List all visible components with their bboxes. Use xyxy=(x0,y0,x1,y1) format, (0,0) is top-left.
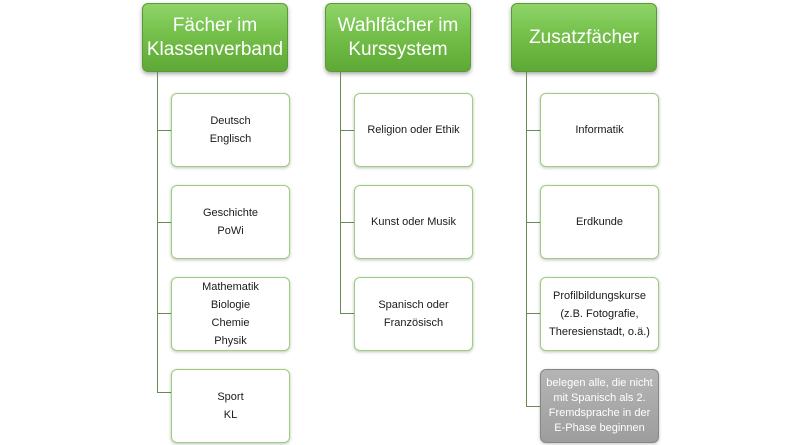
note-label: belegen alle, die nicht xyxy=(546,377,653,389)
header-line: Kurssystem xyxy=(348,38,448,60)
note-label: mit Spanisch als 2. xyxy=(553,392,646,404)
subject-label: Profilbildungskurse xyxy=(553,290,646,302)
header-wahlfaecher-im-kurssystem: Wahlfächer im Kurssystem xyxy=(325,3,471,72)
connector-vertical xyxy=(526,72,527,406)
subject-label: KL xyxy=(223,409,238,421)
connector-horizontal xyxy=(157,313,171,314)
connector-horizontal xyxy=(157,130,171,131)
connector-horizontal xyxy=(340,222,354,223)
header-line: Fächer im xyxy=(172,14,258,36)
header-zusatzfaecher: Zusatzfächer xyxy=(511,3,657,72)
note-label: E-Phase beginnen xyxy=(554,422,645,434)
subject-box-kunst-musik: Kunst oder Musik xyxy=(354,185,473,259)
header-line: Klassenverband xyxy=(146,38,284,60)
subject-label: Französisch xyxy=(383,317,444,329)
header-faecher-im-klassenverband: Fächer im Klassenverband xyxy=(142,3,288,72)
connector-horizontal xyxy=(526,406,540,407)
connector-horizontal xyxy=(340,130,354,131)
subject-label: Sport xyxy=(217,391,244,403)
connector-horizontal xyxy=(157,392,171,393)
header-line: Zusatzfächer xyxy=(529,26,639,48)
subject-box-geschichte-powi: Geschichte PoWi xyxy=(171,185,290,259)
subject-box-informatik: Informatik xyxy=(540,93,659,167)
subject-box-religion-ethik: Religion oder Ethik xyxy=(354,93,473,167)
subject-label: Englisch xyxy=(209,133,252,145)
connector-vertical xyxy=(340,72,341,314)
subject-box-sport-kl: Sport KL xyxy=(171,369,290,443)
subject-box-deutsch-englisch: Deutsch Englisch xyxy=(171,93,290,167)
subject-label: Informatik xyxy=(575,124,624,136)
subject-label: Theresienstadt, o.ä.) xyxy=(549,326,650,338)
subject-box-spanisch-franzoesisch: Spanisch oder Französisch xyxy=(354,277,473,351)
subject-box-naturwissenschaften: Mathematik Biologie Chemie Physik xyxy=(171,277,290,351)
subject-label: Geschichte xyxy=(202,207,259,219)
header-line: Wahlfächer im xyxy=(337,14,459,36)
subject-label: Religion oder Ethik xyxy=(367,124,460,136)
subject-box-erdkunde: Erdkunde xyxy=(540,185,659,259)
subject-label: Mathematik xyxy=(202,281,259,293)
note-label: Fremdsprache in der xyxy=(548,407,651,419)
note-box-erdkunde-info: belegen alle, die nicht mit Spanisch als… xyxy=(540,369,659,443)
connector-horizontal xyxy=(157,222,171,223)
connector-horizontal xyxy=(526,222,540,223)
subject-label: Biologie xyxy=(210,299,251,311)
subject-label: PoWi xyxy=(217,225,244,237)
subject-label: Chemie xyxy=(211,317,250,329)
connector-vertical xyxy=(157,72,158,392)
connector-horizontal xyxy=(340,313,354,314)
subject-box-profilbildungskurse: Profilbildungskurse (z.B. Fotografie, Th… xyxy=(540,277,659,351)
subject-label: Kunst oder Musik xyxy=(371,216,456,228)
subject-label: Physik xyxy=(214,335,247,347)
subject-label: Deutsch xyxy=(210,115,251,127)
subject-label: Spanisch oder xyxy=(378,299,449,311)
connector-horizontal xyxy=(526,313,540,314)
connector-horizontal xyxy=(526,130,540,131)
subject-label: (z.B. Fotografie, xyxy=(560,308,639,320)
subject-label: Erdkunde xyxy=(575,216,624,228)
